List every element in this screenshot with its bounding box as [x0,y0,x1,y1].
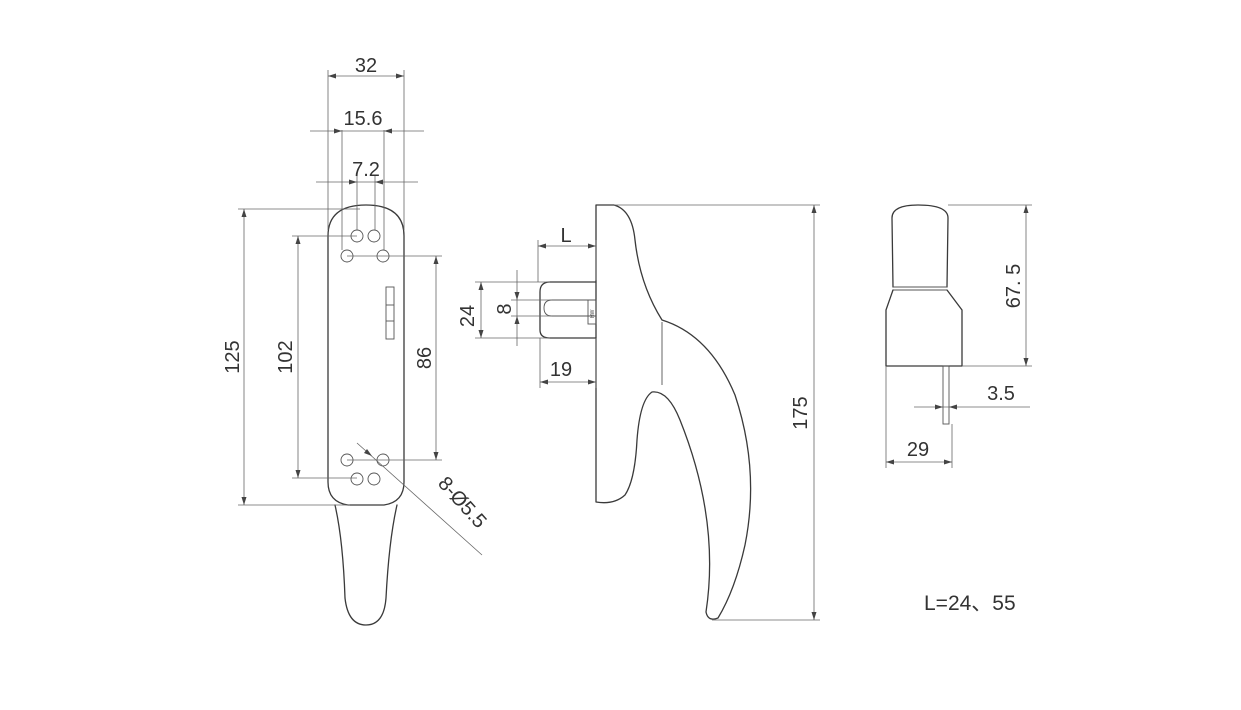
dim-spindle-width: 3.5 [914,383,1030,410]
dim-height-total: 175 [614,204,820,621]
end-spindle [942,365,950,425]
side-label-plate [587,299,597,325]
dim-spindle-square: 8 [494,270,552,346]
front-view: 32 15.6 7.2 125 [222,55,491,626]
dim-label: 125 [222,340,244,373]
dim-label: 8-Ø5.5 [433,473,490,533]
dim-spindle-base: 24 [457,281,550,339]
hole [367,229,381,243]
dim-label: 67. 5 [1003,264,1025,308]
dim-base-width: 29 [885,366,953,468]
dim-label: 8 [494,303,516,314]
dim-label: 175 [790,396,812,429]
dim-width-total: 32 [327,55,405,230]
side-handle-profile [595,204,752,620]
dim-label: 15.6 [344,108,383,130]
dim-label: 19 [550,359,572,381]
dim-label: L [560,225,571,247]
dim-spindle-length: L [537,225,597,282]
dim-label: 3.5 [987,383,1015,405]
dim-hole-span-outer: 102 [275,235,357,479]
dim-label: 32 [355,55,377,77]
dim-label: 29 [907,439,929,461]
side-spindle [539,281,597,339]
end-view: 67. 5 3.5 29 [885,204,1032,468]
side-view: HW L 24 8 [457,204,820,621]
dim-label: 24 [457,305,479,327]
dim-label: 102 [275,340,297,373]
dim-body-height: 67. 5 [948,204,1032,367]
length-note: L=24、55 [924,592,1016,615]
end-knob-base [885,289,963,367]
hole [367,472,381,486]
dim-label: 7.2 [352,159,380,181]
latch-slot [385,286,395,340]
end-knob-top [891,204,949,288]
dim-hole-spacing-outer: 15.6 [310,108,424,250]
side-label-text: HW [590,309,596,318]
front-handle-lever [334,504,398,626]
dim-spindle-offset: 19 [539,338,597,388]
dim-hole-span-inner: 86 [347,255,442,461]
dim-label: 86 [414,347,436,369]
hole [350,472,364,486]
dim-length-total: 125 [222,208,360,506]
dim-hole-spacing-inner: 7.2 [316,159,418,230]
front-base-plate [327,204,405,506]
